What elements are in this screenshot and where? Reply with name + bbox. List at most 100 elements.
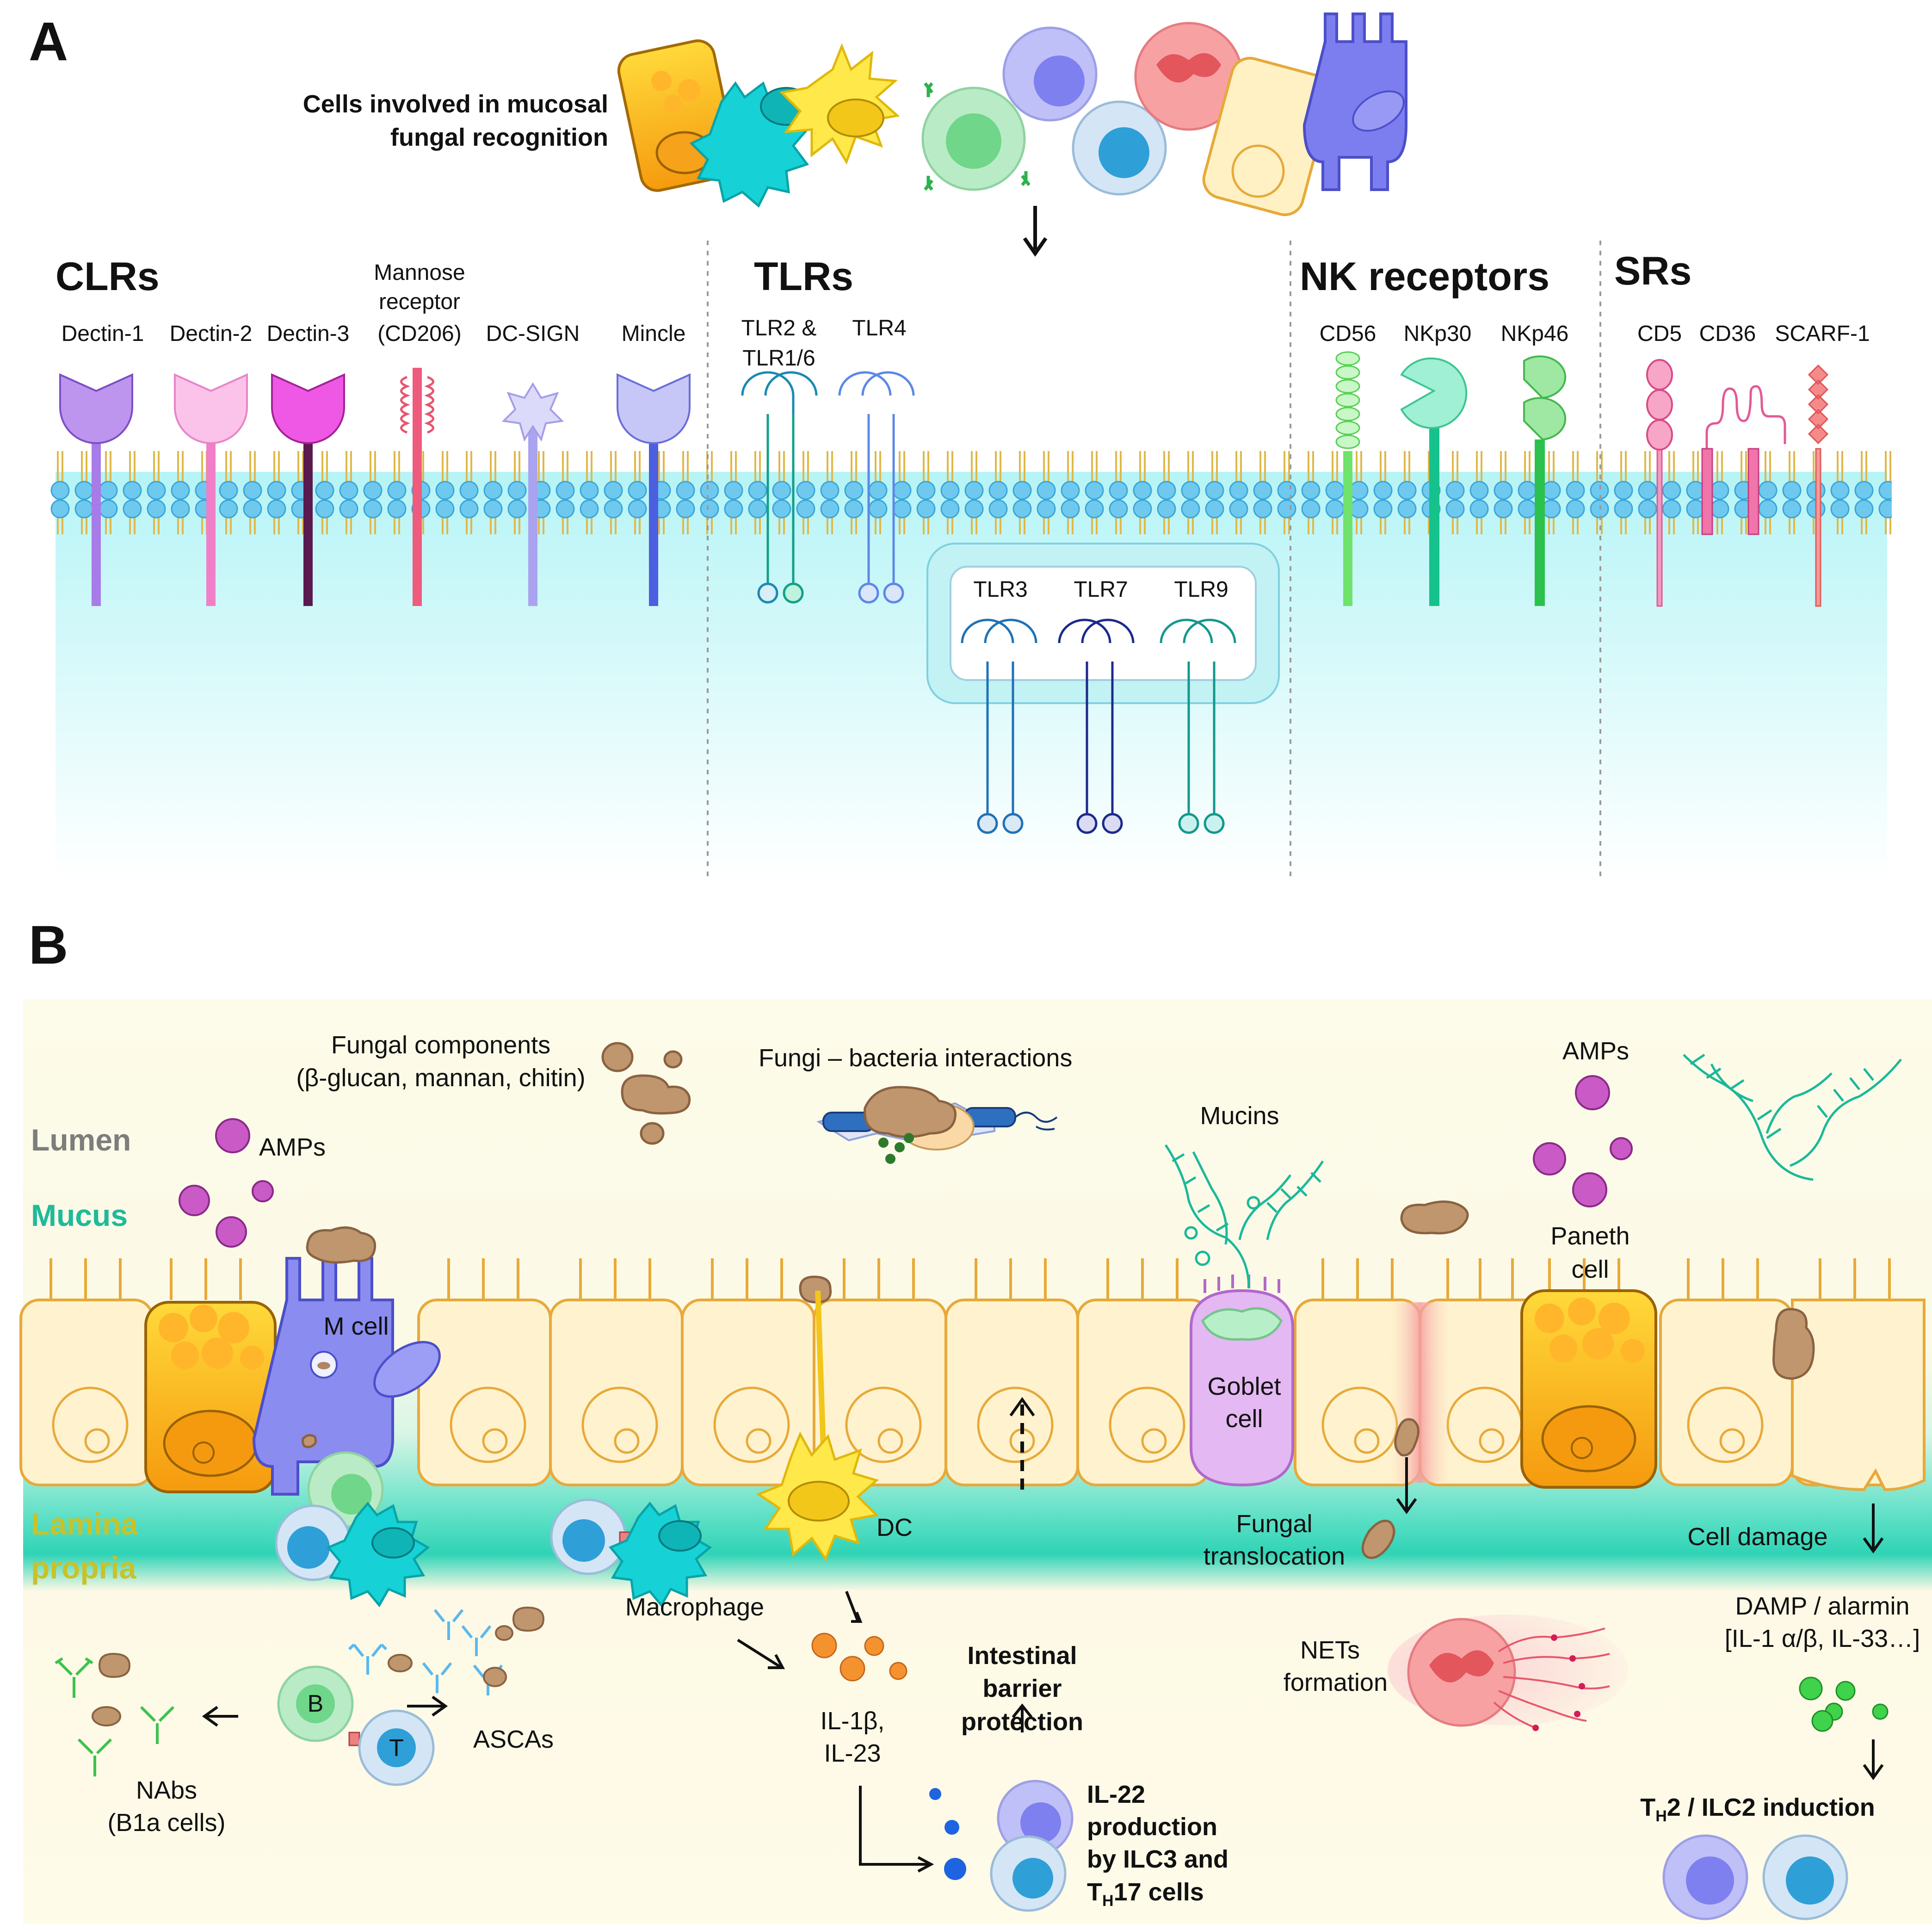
il22-label-2: production bbox=[1087, 1813, 1217, 1841]
barrier-label-3: protection bbox=[961, 1708, 1083, 1736]
mucus-label: Mucus bbox=[31, 1198, 128, 1232]
nkp46-receptor bbox=[1523, 355, 1567, 606]
mucins-label: Mucins bbox=[1200, 1102, 1279, 1130]
th2-ilc2-cells bbox=[1662, 1834, 1848, 1920]
cells-label-line1: Cells involved in mucosal bbox=[303, 90, 608, 118]
dc-sign-receptor bbox=[501, 382, 564, 606]
tlr3-label: TLR3 bbox=[973, 577, 1027, 602]
cd5-label: CD5 bbox=[1637, 322, 1682, 346]
nets-neutrophil bbox=[1388, 1615, 1628, 1731]
paneth-cell-left bbox=[144, 1258, 277, 1493]
nk-labels: CD56 NKp30 NKp46 bbox=[1320, 322, 1569, 346]
amps bbox=[179, 1075, 1633, 1248]
lymphocyte-blue-icon bbox=[1072, 100, 1167, 196]
nkp30-receptor bbox=[1400, 357, 1468, 606]
fungi-bacteria-icon bbox=[816, 1086, 1058, 1164]
panel-a-letter: A bbox=[29, 11, 68, 72]
macrophage-t-cell-pair: Macrophage bbox=[550, 1498, 764, 1621]
damaged-cell bbox=[1791, 1299, 1926, 1491]
tlr9-receptor bbox=[1160, 619, 1236, 834]
cell-damage-label: Cell damage bbox=[1687, 1523, 1827, 1551]
cd36-receptor bbox=[1701, 385, 1786, 535]
nabs-label-2: (B1a cells) bbox=[107, 1809, 225, 1837]
clr-label-dectin-3: Dectin-3 bbox=[267, 322, 350, 346]
tlr2-receptor bbox=[741, 371, 818, 604]
dectin-1-receptor bbox=[59, 373, 133, 606]
barrier-protection-label: Intestinal barrier protection bbox=[961, 1642, 1083, 1736]
il22-label-1: IL-22 bbox=[1087, 1781, 1145, 1808]
il22-th-end: 17 cells bbox=[1114, 1878, 1204, 1906]
panel-b: B Lumen Mucus Lamina propria bbox=[19, 915, 1932, 1924]
mannose-receptor bbox=[400, 368, 434, 606]
m-cell-icon bbox=[1302, 12, 1407, 191]
clr-label-dectin-2: Dectin-2 bbox=[170, 322, 253, 346]
b-t-cells: B T bbox=[277, 1665, 435, 1786]
tlr7-receptor bbox=[1058, 619, 1135, 834]
barrier-label-1: Intestinal bbox=[967, 1642, 1077, 1670]
tlr-labels: TLR2 & TLR1/6 TLR4 bbox=[741, 316, 907, 371]
clr-label-mincle: Mincle bbox=[622, 322, 686, 346]
clr-label-mr-1: Mannose bbox=[374, 260, 465, 285]
tlr2-label-2: TLR1/6 bbox=[742, 346, 815, 371]
th2-sub: H bbox=[1655, 1807, 1667, 1825]
m-cell-label: M cell bbox=[323, 1312, 389, 1340]
clr-label-mr-3: (CD206) bbox=[377, 322, 461, 346]
paneth-label-2: cell bbox=[1571, 1256, 1609, 1283]
clr-label-mr-2: receptor bbox=[379, 290, 460, 314]
nabs-fungi bbox=[92, 1652, 131, 1726]
fungi bbox=[302, 1042, 1815, 1559]
tlr9-label: TLR9 bbox=[1174, 577, 1228, 602]
b-cell-label: B bbox=[308, 1690, 324, 1717]
dectin-2-receptor bbox=[174, 373, 248, 606]
neutrophil-icon bbox=[1134, 22, 1243, 131]
nets-label-2: formation bbox=[1284, 1669, 1388, 1696]
clr-label-dectin-1: Dectin-1 bbox=[62, 322, 144, 346]
macrophage-label: Macrophage bbox=[625, 1593, 764, 1621]
panel-a: A Cells involved in mucosal fungal recog… bbox=[29, 11, 1892, 879]
fungal-components-label-1: Fungal components bbox=[331, 1031, 550, 1059]
lamina-label-2: propria bbox=[31, 1551, 137, 1585]
il22-producing-cells: IL-22 production by ILC3 and TH17 cells bbox=[929, 1780, 1228, 1912]
dendritic-cell: DC bbox=[756, 1290, 913, 1562]
tlr7-label: TLR7 bbox=[1074, 577, 1128, 602]
nabs-antibodies bbox=[55, 1657, 175, 1776]
cd56-receptor bbox=[1335, 351, 1360, 606]
cd56-label: CD56 bbox=[1320, 322, 1376, 346]
goblet-label-2: cell bbox=[1225, 1405, 1263, 1433]
cytokines-label-1: IL-1β, bbox=[820, 1707, 884, 1735]
dectin-3-receptor bbox=[271, 373, 345, 606]
sr-labels: CD5 CD36 SCARF-1 bbox=[1637, 322, 1870, 346]
clr-receptors bbox=[59, 368, 691, 606]
dc-label: DC bbox=[876, 1514, 913, 1541]
translocation-label-1: Fungal bbox=[1236, 1510, 1312, 1538]
sr-receptors bbox=[1646, 359, 1829, 607]
il22-th-sub: H bbox=[1102, 1892, 1114, 1910]
scarf1-receptor bbox=[1808, 364, 1829, 607]
cd36-label: CD36 bbox=[1699, 322, 1756, 346]
nkp30-label: NKp30 bbox=[1404, 322, 1472, 346]
tlr3-receptor bbox=[961, 619, 1037, 834]
tlr4-receptor bbox=[838, 371, 915, 604]
tlr4-label: TLR4 bbox=[852, 316, 906, 340]
paneth-cell-right bbox=[1520, 1258, 1657, 1489]
damp-label-1: DAMP / alarmin bbox=[1735, 1592, 1909, 1620]
dendritic-cell-icon bbox=[779, 43, 900, 165]
cell-membrane bbox=[46, 451, 1892, 534]
scarf1-label: SCARF-1 bbox=[1775, 322, 1870, 346]
fungal-components-label-2: (β-glucan, mannan, chitin) bbox=[296, 1064, 585, 1092]
t-cell-label: T bbox=[389, 1735, 404, 1762]
microvilli bbox=[49, 1258, 1891, 1300]
cells-label-line2: fungal recognition bbox=[390, 124, 608, 151]
nkp46-label: NKp46 bbox=[1501, 322, 1569, 346]
arrows bbox=[202, 1397, 1884, 1873]
mucins bbox=[1164, 1053, 1902, 1289]
endosome: TLR3 TLR7 TLR9 bbox=[926, 543, 1280, 834]
subepithelial-immune-cells bbox=[275, 1451, 430, 1608]
panel-b-letter: B bbox=[29, 915, 68, 976]
family-dividers bbox=[707, 241, 1601, 879]
fungi-bacteria-label: Fungi – bacteria interactions bbox=[759, 1044, 1072, 1072]
immune-cells-cluster: Cells involved in mucosal fungal recogni… bbox=[303, 12, 1407, 217]
th2-label: TH2 / ILC2 induction bbox=[1640, 1794, 1875, 1825]
lymphocyte-purple-icon bbox=[1002, 26, 1098, 122]
